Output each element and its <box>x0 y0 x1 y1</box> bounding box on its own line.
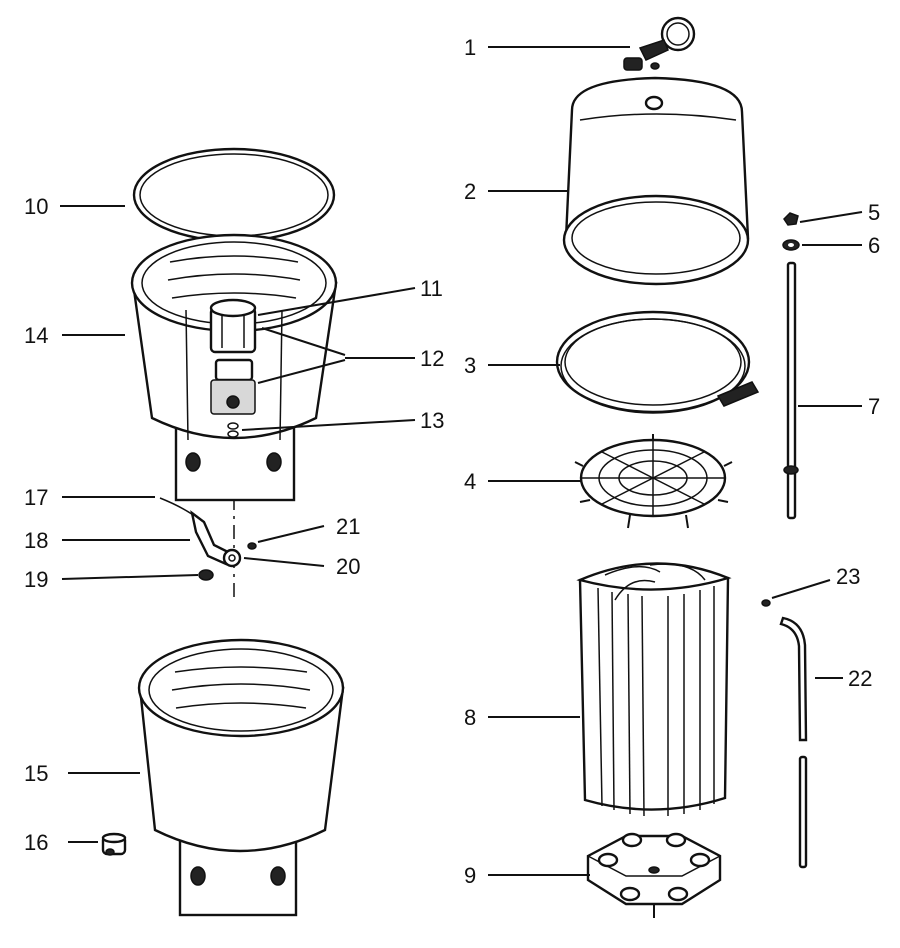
part-number-labels: 1 2 3 4 5 6 7 8 9 10 11 12 13 14 15 16 1… <box>24 35 880 888</box>
label-11: 11 <box>420 276 443 301</box>
label-18: 18 <box>24 528 48 553</box>
part-8-filter-cartridge <box>576 562 732 817</box>
part-19-bolt <box>198 569 214 581</box>
label-22: 22 <box>848 666 872 691</box>
part-9-base <box>586 832 722 918</box>
part-3-clamp-ring <box>555 310 760 414</box>
part-5-nut <box>783 212 799 226</box>
label-23: 23 <box>836 564 860 589</box>
label-2: 2 <box>464 179 476 204</box>
part-1-pressure-gauge <box>623 16 696 71</box>
part-13-small-o-ring <box>227 422 239 438</box>
label-21: 21 <box>336 514 360 539</box>
label-19: 19 <box>24 567 48 592</box>
label-15: 15 <box>24 761 48 786</box>
label-3: 3 <box>464 353 476 378</box>
label-5: 5 <box>868 200 880 225</box>
part-15-lower-tank <box>137 638 345 917</box>
label-7: 7 <box>868 394 880 419</box>
part-23-fitting <box>761 599 771 607</box>
part-4-manifold-grid <box>574 434 733 529</box>
label-20: 20 <box>336 554 360 579</box>
label-17: 17 <box>24 485 48 510</box>
label-9: 9 <box>464 863 476 888</box>
label-16: 16 <box>24 830 48 855</box>
part-2-tank-lid <box>562 76 750 286</box>
part-22-tube <box>779 616 808 869</box>
part-17-18-clamp-handle <box>159 497 234 566</box>
part-10-o-ring <box>132 147 336 243</box>
part-21-washer <box>247 542 257 550</box>
part-20-nut <box>222 548 242 568</box>
label-6: 6 <box>868 233 880 258</box>
label-13: 13 <box>420 408 444 433</box>
label-14: 14 <box>24 323 48 348</box>
part-16-drain-plug <box>101 832 127 856</box>
label-12: 12 <box>420 346 444 371</box>
label-1: 1 <box>464 35 476 60</box>
part-11-12-internal-fittings <box>209 298 257 415</box>
label-4: 4 <box>464 469 476 494</box>
part-7-tie-rod <box>783 261 799 520</box>
label-10: 10 <box>24 194 48 219</box>
part-6-washer <box>782 239 800 251</box>
leader-lines <box>60 46 863 876</box>
label-8: 8 <box>464 705 476 730</box>
